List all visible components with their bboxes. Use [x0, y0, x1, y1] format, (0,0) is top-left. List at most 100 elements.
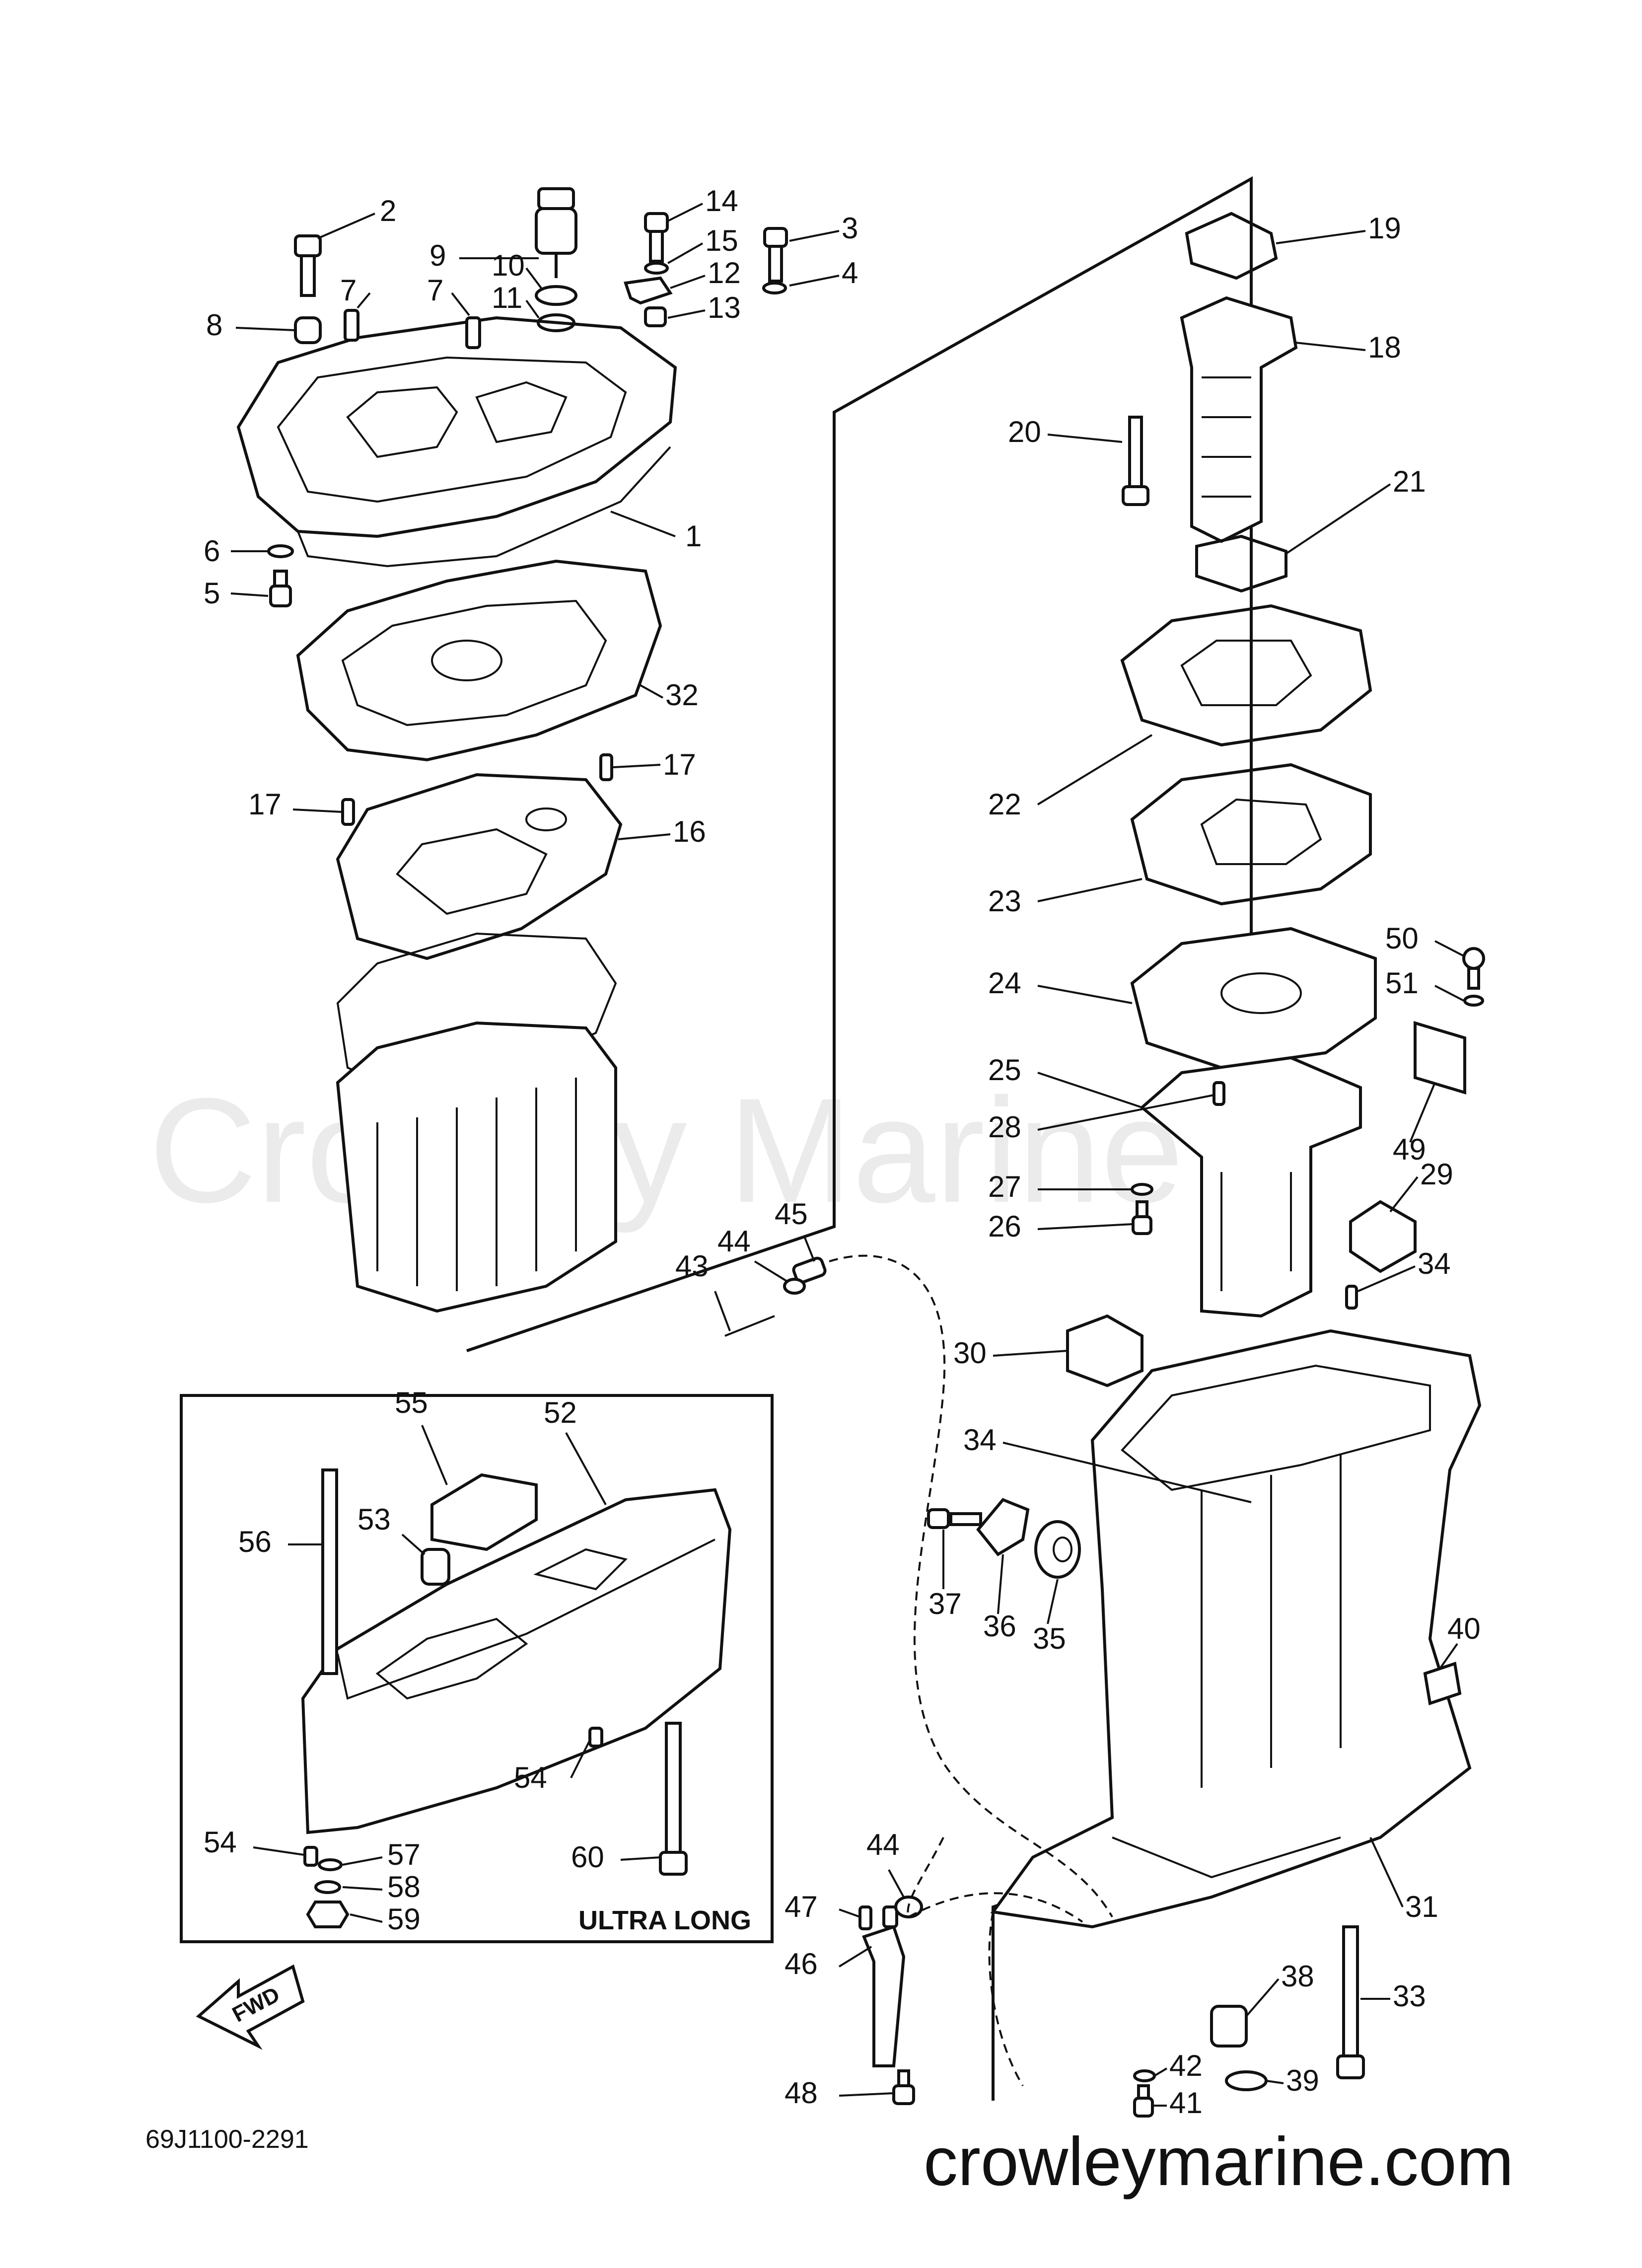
part-37-bolt [927, 1508, 982, 1529]
leader-line [888, 1869, 905, 1898]
callout-label: 6 [204, 534, 220, 568]
part-7-pins [344, 309, 481, 349]
part-13-collar [644, 306, 667, 327]
callout-label: 44 [717, 1225, 751, 1258]
leader-line [451, 292, 470, 316]
leader-line [235, 327, 296, 331]
leader-line [613, 764, 661, 768]
leader-line [838, 1946, 872, 1968]
leader-line [292, 808, 343, 813]
callout-label: 24 [988, 966, 1021, 1000]
leader-line [1389, 1176, 1419, 1213]
part-39-clip [1225, 2070, 1268, 2091]
leader-line [620, 1856, 661, 1861]
leader-line [357, 292, 371, 309]
part-28-pin [1213, 1081, 1225, 1106]
callout-label: 41 [1169, 2086, 1203, 2120]
part-29-seal [1349, 1200, 1417, 1273]
leader-line [1002, 1442, 1252, 1503]
part-36-gasket [976, 1498, 1030, 1556]
part-22-gasket [1120, 604, 1372, 747]
callout-label: 26 [988, 1210, 1021, 1243]
part-49-cover [1414, 1021, 1466, 1095]
leader-line [667, 242, 703, 264]
callout-label: 49 [1393, 1133, 1426, 1166]
part-58-washer [314, 1880, 341, 1894]
part-33-bolt [1336, 1925, 1365, 2079]
part-24-plate [1130, 927, 1377, 1070]
callout-label: 3 [842, 212, 858, 245]
leader-line [1037, 985, 1133, 1004]
part-21-seal [1195, 534, 1287, 593]
leader-line [317, 213, 375, 239]
leader-line [1266, 2080, 1284, 2084]
part-46-bracket [862, 1905, 906, 2067]
part-17-pin-b [599, 753, 613, 781]
part-56-stud [321, 1468, 338, 1675]
leader-line [839, 1908, 860, 1918]
callout-label: 37 [928, 1587, 962, 1620]
callout-label: 10 [492, 249, 525, 282]
part-10-o-ring [537, 313, 575, 332]
callout-label: 27 [988, 1170, 1021, 1203]
part-14-bolt [644, 212, 669, 263]
leader-line [667, 309, 706, 319]
inset-box [180, 1394, 774, 1943]
leader-line [1285, 483, 1391, 555]
part-3-bolt [763, 227, 788, 283]
leader-line [342, 1886, 383, 1891]
part-53-grommet [421, 1548, 450, 1586]
callout-label: 8 [206, 308, 222, 342]
part-23-gasket [1130, 763, 1372, 906]
leader-line [1047, 434, 1123, 443]
part-16-exhaust-guide [336, 773, 623, 960]
leader-line [1295, 342, 1366, 351]
callout-label: 36 [983, 1610, 1016, 1643]
callout-label: 40 [1447, 1612, 1481, 1645]
leader-line [997, 1554, 1004, 1614]
leader-line [754, 1260, 788, 1282]
callout-label: 12 [708, 256, 741, 290]
part-41-bolt [1133, 2084, 1154, 2118]
site-url: crowleymarine.com [924, 2123, 1514, 2200]
leader-line [640, 684, 663, 699]
part-52-extension [301, 1488, 732, 1834]
callout-label: 54 [204, 1826, 237, 1859]
leader-line [1369, 1837, 1404, 1907]
leader-line [421, 1425, 448, 1485]
callout-label: 56 [238, 1525, 272, 1558]
part-54-dowel-b [303, 1846, 318, 1867]
part-19-gasket [1185, 212, 1278, 280]
fwd-arrow: FWD [196, 1964, 305, 2050]
callout-label: 17 [248, 788, 282, 821]
callout-label: 35 [1033, 1622, 1066, 1655]
callout-label: 1 [685, 519, 702, 553]
callout-label: 46 [785, 1947, 818, 1980]
callout-label: 23 [988, 884, 1021, 918]
part-1-upper-casing [236, 316, 677, 568]
leader-line [1037, 1072, 1142, 1108]
part-12-bracket [624, 276, 673, 305]
part-48-bolt [892, 2069, 915, 2105]
callout-label: 55 [395, 1386, 428, 1419]
leader-line [1245, 1978, 1280, 2017]
callout-label: 2 [380, 194, 396, 227]
callout-label: 20 [1008, 415, 1041, 448]
part-60-bolt [659, 1722, 688, 1876]
leader-line [1439, 1643, 1458, 1670]
callout-label: 32 [665, 678, 699, 712]
leader-line [401, 1534, 426, 1555]
part-25-upper-case [1140, 1056, 1362, 1318]
callout-label: 43 [675, 1249, 709, 1283]
callout-label: 13 [708, 291, 741, 324]
part-30-grommet [1066, 1314, 1143, 1388]
leader-line [1037, 734, 1153, 805]
part-17-pin-a [341, 798, 355, 826]
part-6-washer [267, 544, 294, 558]
leader-line [253, 1846, 304, 1856]
part-51-washer [1463, 995, 1484, 1007]
part-11-o-ring [535, 285, 577, 306]
callout-label: 29 [1420, 1158, 1453, 1191]
callout-label: 38 [1281, 1960, 1314, 1993]
